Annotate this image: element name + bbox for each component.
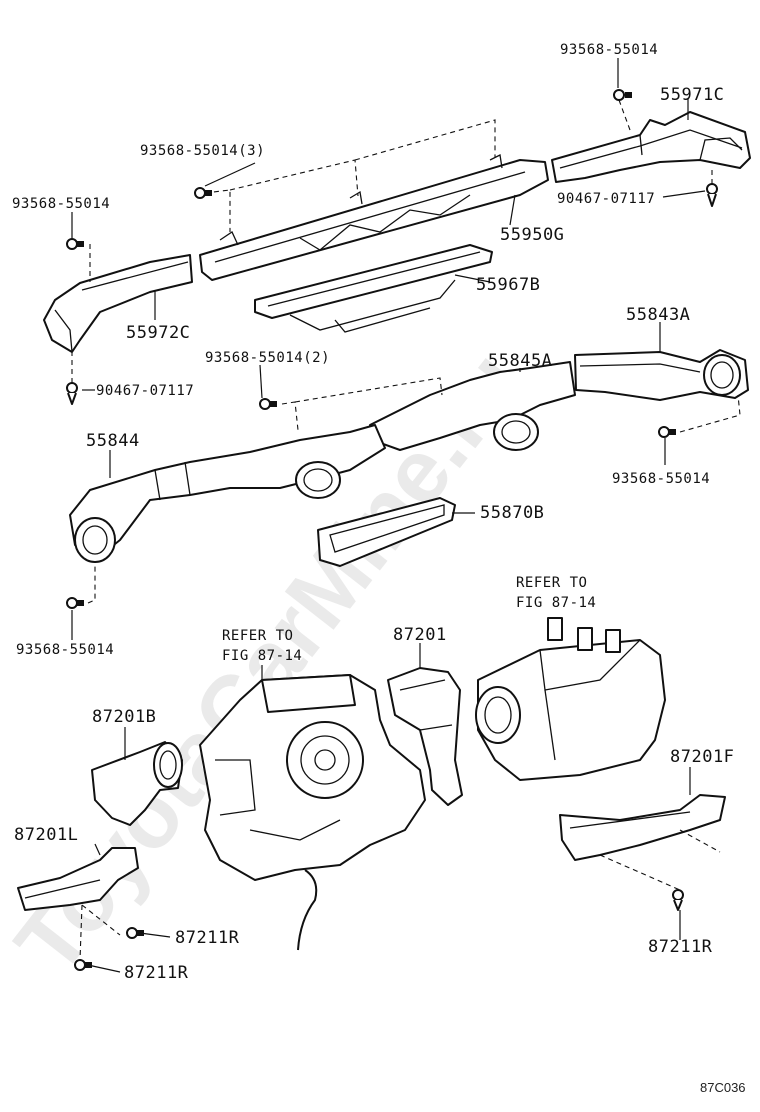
duct-87201l bbox=[17, 847, 139, 911]
label-55967b: 55967B bbox=[476, 275, 540, 295]
label-87201l: 87201L bbox=[14, 825, 78, 845]
label-55844: 55844 bbox=[86, 431, 140, 451]
label-55845a: 55845A bbox=[488, 351, 552, 371]
label-87201f: 87201F bbox=[670, 747, 734, 767]
label-refer-to-left-line2: FIG 87-14 bbox=[222, 648, 302, 664]
label-93568-55014-bottom-left: 93568-55014 bbox=[16, 642, 114, 658]
label-90467-07117-right: 90467-07117 bbox=[557, 191, 655, 207]
label-refer-to-right-line2: FIG 87-14 bbox=[516, 595, 596, 611]
label-87211r-a: 87211R bbox=[175, 928, 240, 948]
label-55870b: 55870B bbox=[480, 503, 544, 523]
label-87201: 87201 bbox=[393, 625, 447, 645]
duct-87201b bbox=[91, 741, 183, 826]
screw-icon bbox=[66, 238, 84, 250]
duct-55971c bbox=[551, 111, 751, 183]
label-93568-55014-left: 93568-55014 bbox=[12, 196, 110, 212]
clip-icon bbox=[66, 382, 78, 405]
label-55950g: 55950G bbox=[500, 225, 564, 245]
heater-unit bbox=[475, 617, 666, 781]
screw-icon bbox=[658, 426, 676, 438]
screw-icon bbox=[66, 597, 84, 609]
label-93568-55014-2: 93568-55014(2) bbox=[205, 350, 330, 366]
duct-87201 bbox=[387, 667, 463, 806]
clip-icon bbox=[672, 889, 684, 911]
label-55971c: 55971C bbox=[660, 85, 724, 105]
screw-icon bbox=[194, 187, 212, 199]
duct-55950g bbox=[199, 154, 549, 281]
label-87211r-c: 87211R bbox=[648, 937, 713, 957]
duct-55845a bbox=[369, 361, 576, 451]
duct-55972c bbox=[43, 254, 193, 353]
figure-code: 87C036 bbox=[700, 1080, 746, 1095]
register-55967b bbox=[254, 244, 493, 333]
register-55870b bbox=[317, 497, 456, 567]
label-87201b: 87201B bbox=[92, 707, 156, 727]
label-87211r-b: 87211R bbox=[124, 963, 189, 983]
screw-icon bbox=[613, 89, 632, 101]
label-55972c: 55972C bbox=[126, 323, 190, 343]
blower-unit bbox=[199, 674, 426, 951]
label-55843a: 55843A bbox=[626, 305, 690, 325]
label-refer-to-right-line1: REFER TO bbox=[516, 575, 587, 591]
label-93568-55014-mid-right: 93568-55014 bbox=[612, 471, 710, 487]
duct-55843a bbox=[574, 349, 749, 401]
clip-icon bbox=[706, 183, 718, 207]
screw-icon bbox=[259, 398, 277, 410]
label-refer-to-left-line1: REFER TO bbox=[222, 628, 293, 644]
label-93568-55014-3: 93568-55014(3) bbox=[140, 143, 265, 159]
duct-87201f bbox=[559, 794, 726, 861]
label-93568-55014-top: 93568-55014 bbox=[560, 42, 658, 58]
duct-55844 bbox=[69, 424, 386, 563]
label-90467-07117-left: 90467-07117 bbox=[96, 383, 194, 399]
